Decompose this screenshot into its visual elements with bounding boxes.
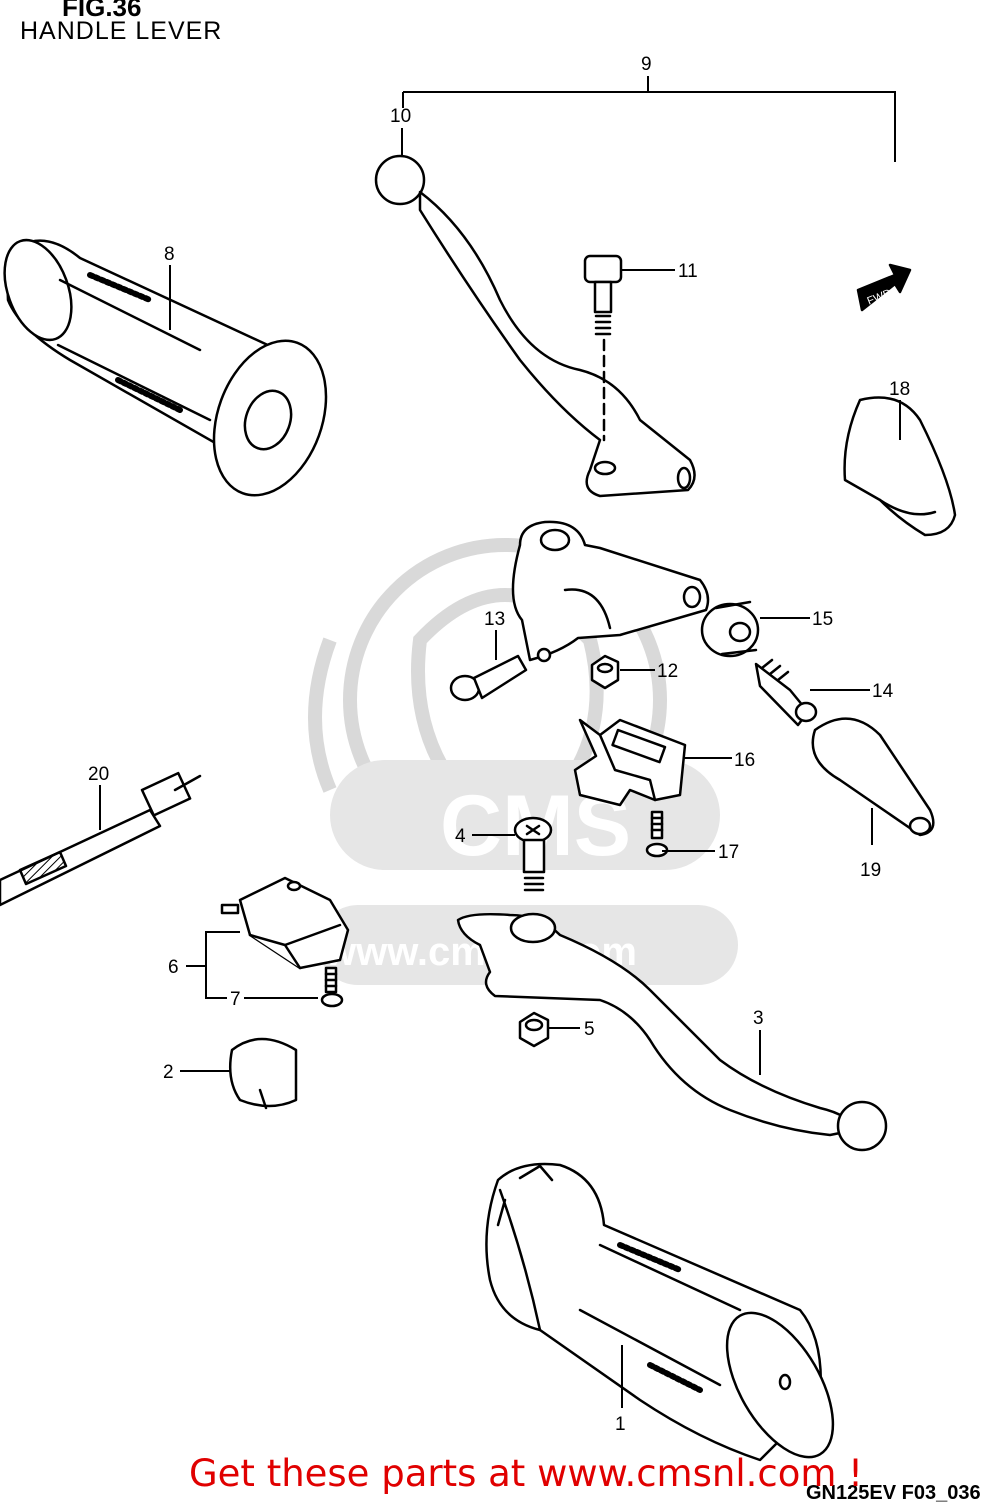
callout-18: 18	[889, 379, 910, 400]
part-7-switch-screw	[320, 966, 344, 1008]
callout-1: 1	[615, 1414, 626, 1435]
part-2-collar	[229, 1037, 298, 1110]
figure-subtitle: HANDLE LEVER	[20, 17, 223, 45]
part-19-dust-boot	[811, 717, 935, 837]
figure-title: FIG.36	[62, 0, 142, 22]
part-6-front-brake-switch	[220, 876, 350, 970]
callout-3: 3	[753, 1008, 764, 1029]
part-17-switch-screw	[645, 810, 669, 858]
callout-6: 6	[168, 957, 179, 978]
callout-2: 2	[163, 1062, 174, 1083]
part-8-left-grip	[3, 238, 328, 497]
fwd-direction-arrow: FWD	[856, 263, 912, 312]
part-5-nut	[518, 1011, 550, 1048]
callout-labels: 1 2 3 4 5 6 7 8 9 10 11 12 13 14 15 16 1…	[88, 54, 910, 1435]
callout-10: 10	[390, 106, 411, 127]
callout-13: 13	[484, 609, 505, 630]
part-12-nut	[590, 654, 620, 690]
part-16-clutch-switch	[573, 718, 687, 807]
call-to-action-link[interactable]: Get these parts at www.cmsnl.com !	[0, 1452, 1006, 1495]
part-11-pivot-bolt	[583, 254, 623, 442]
callout-14: 14	[872, 681, 894, 702]
callout-16: 16	[734, 750, 755, 771]
part-1-throttle-grip	[485, 1162, 835, 1462]
callout-9: 9	[641, 54, 652, 75]
callout-20: 20	[88, 764, 109, 785]
part-4-brake-pivot-bolt	[513, 816, 553, 892]
callout-7: 7	[230, 989, 241, 1010]
callout-11: 11	[678, 261, 698, 282]
part-14-adjuster-bolt	[754, 658, 818, 727]
drawing-code: GN125EV F03_036	[806, 1482, 981, 1504]
call-to-action-text: Get these parts at www.cmsnl.com !	[188, 1452, 863, 1495]
callout-5: 5	[584, 1019, 595, 1040]
part-10-clutch-lever	[374, 154, 696, 498]
part-20-cable-tie	[0, 771, 202, 907]
callout-8: 8	[164, 244, 175, 265]
callout-12: 12	[657, 661, 678, 682]
part-18-lever-cover	[843, 396, 957, 537]
callout-19: 19	[860, 860, 881, 881]
part-3-brake-lever	[456, 912, 888, 1152]
leader-lines	[99, 76, 901, 1408]
part-15-adjuster-nut	[700, 600, 760, 658]
part-9-lever-holder	[511, 520, 710, 663]
callout-4: 4	[455, 826, 466, 847]
callout-17: 17	[718, 842, 739, 863]
part-13-clamp-bolt	[449, 654, 528, 702]
callout-15: 15	[812, 609, 833, 630]
